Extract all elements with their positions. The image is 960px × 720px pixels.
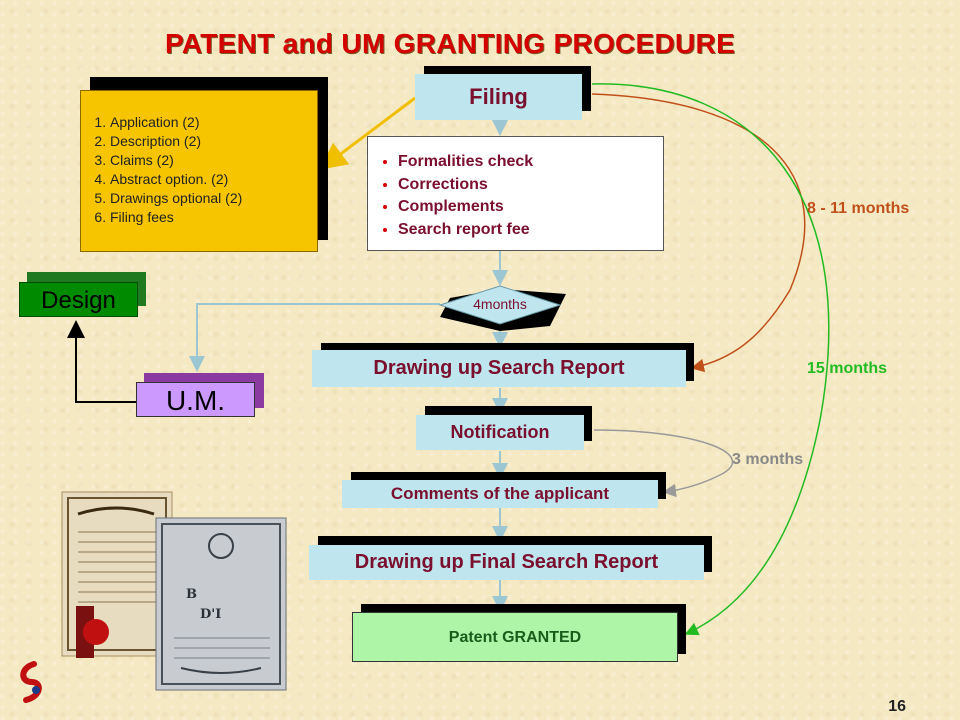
documents-list: Application (2) Description (2) Claims (… (90, 113, 317, 227)
search-report-box: Drawing up Search Report (312, 350, 686, 387)
checks-list: Formalities check Corrections Complement… (378, 151, 663, 241)
logo-icon (20, 661, 42, 703)
document-item: Claims (2) (110, 151, 317, 170)
check-item: Complements (398, 196, 663, 219)
document-item: Drawings optional (2) (110, 189, 317, 208)
decision-diamond (438, 285, 562, 325)
notification-box: Notification (416, 415, 584, 450)
duration-3-months: 3 months (732, 451, 804, 468)
um-label: U.M. (165, 385, 226, 416)
checks-box: Formalities check Corrections Complement… (367, 136, 664, 251)
granted-box: Patent GRANTED (352, 612, 678, 662)
filing-label: Filing (469, 84, 528, 109)
arrow-15-months (591, 83, 830, 636)
document-item: Filing fees (110, 208, 317, 227)
final-report-label: Drawing up Final Search Report (354, 551, 659, 573)
documents-box: Application (2) Description (2) Claims (… (80, 90, 318, 252)
filing-box: Filing (415, 74, 582, 120)
duration-15-months: 15 months (807, 360, 888, 377)
comments-box: Comments of the applicant (342, 480, 658, 508)
check-item: Corrections (398, 174, 663, 197)
notification-label: Notification (450, 422, 550, 442)
document-item: Application (2) (110, 113, 317, 132)
page-number: 16 (888, 698, 906, 715)
svg-text:B: B (186, 587, 197, 602)
design-label: Design (41, 287, 116, 314)
document-item: Abstract option. (2) (110, 170, 317, 189)
comments-label: Comments of the applicant (390, 484, 610, 503)
decision-label: 4months (473, 296, 527, 312)
patent-certificates-image: B D'I (61, 491, 287, 691)
duration-8-11-months: 8 - 11 months (807, 200, 910, 217)
document-item: Description (2) (110, 132, 317, 151)
check-item: Search report fee (398, 219, 663, 242)
search-report-label: Drawing up Search Report (373, 357, 625, 379)
granted-label: Patent GRANTED (448, 629, 582, 646)
final-report-box: Drawing up Final Search Report (309, 545, 704, 580)
filing-docs-arrow (319, 96, 416, 170)
design-box: Design (19, 282, 138, 317)
arrow-3-months (593, 429, 734, 498)
page-title: PATENT and UM GRANTING PROCEDURE (164, 28, 736, 59)
check-item: Formalities check (398, 151, 663, 174)
svg-text:D'I: D'I (200, 607, 221, 622)
um-box: U.M. (136, 382, 255, 417)
arrow-8-11-months (591, 93, 806, 373)
